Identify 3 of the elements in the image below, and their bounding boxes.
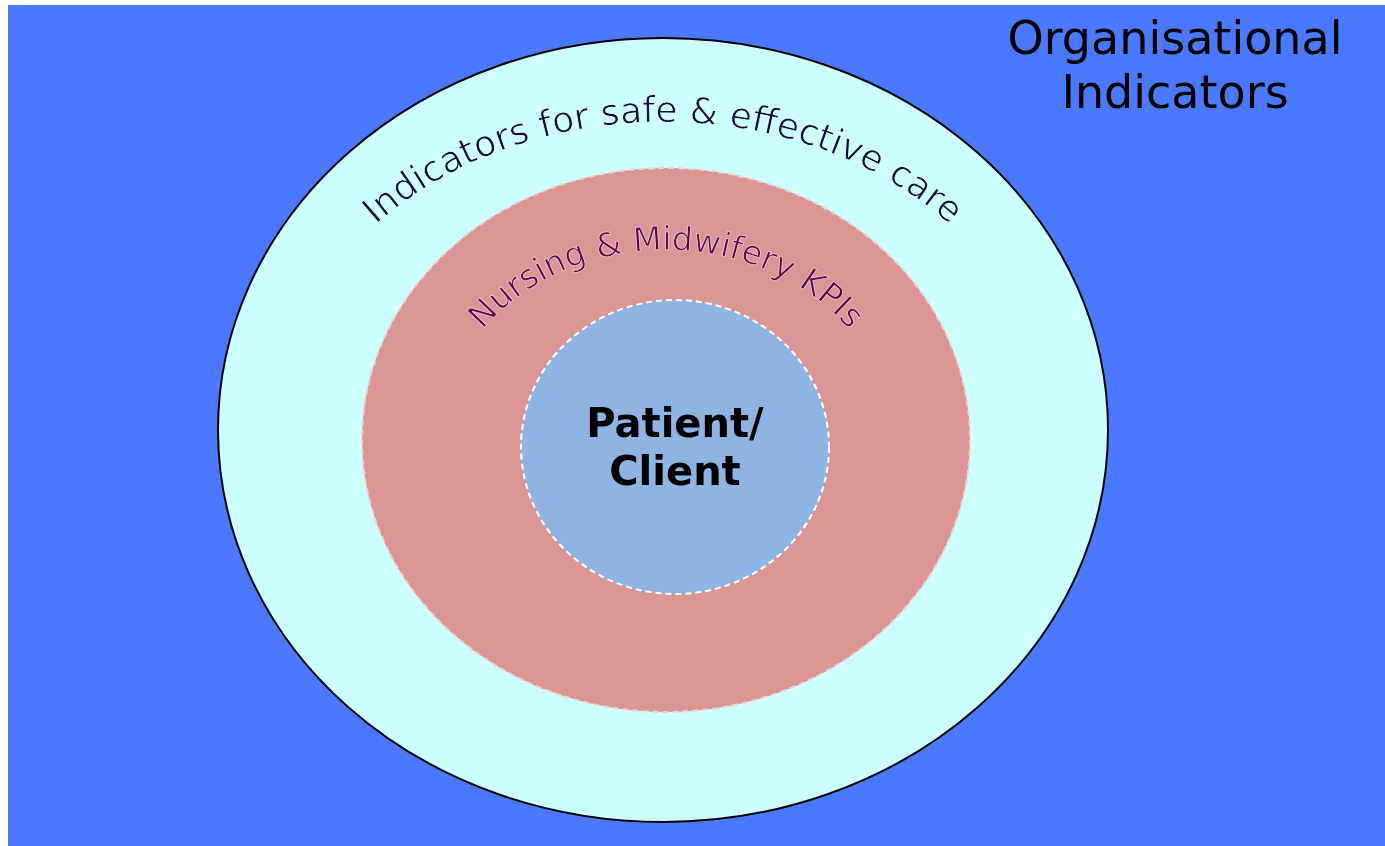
region-title: Organisational Indicators xyxy=(1006,11,1344,119)
background-panel xyxy=(8,5,1385,846)
center-label: Patient/ Client xyxy=(585,399,765,495)
